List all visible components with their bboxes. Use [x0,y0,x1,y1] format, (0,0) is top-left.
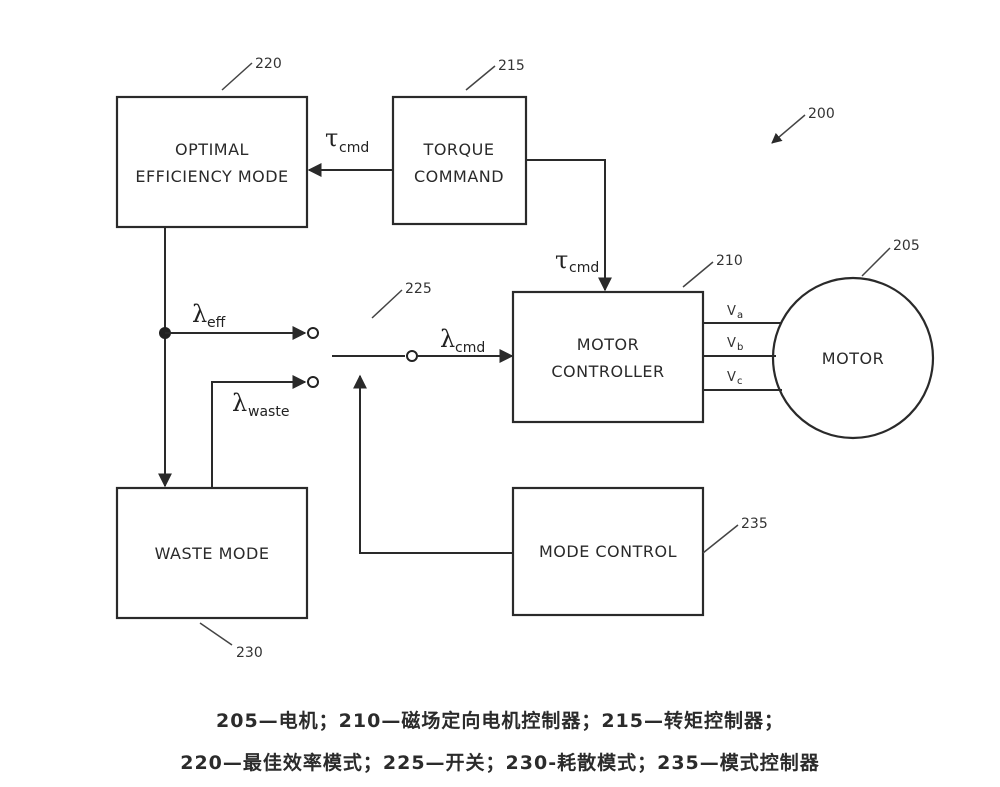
figure-ref-200-label: 200 [808,106,835,122]
ref-205-label: 205 [893,238,920,254]
svg-text:λ: λ [440,325,455,353]
tau-cmd-label-left: τ cmd [325,124,369,156]
ref-210-label: 210 [716,253,743,269]
motor-label: MOTOR [822,349,884,368]
figure-ref-200: 200 [771,106,835,144]
svg-text:a: a [737,310,743,321]
switch-pivot [406,350,418,362]
mode-control-block: MODE CONTROL [511,486,705,617]
optimal-efficiency-mode-block: OPTIMAL EFFICIENCY MODE [115,95,309,229]
svg-text:c: c [737,376,743,387]
svg-text:λ: λ [192,300,207,328]
va-label: V a [727,304,743,321]
motor-controller-block: MOTOR CONTROLLER [511,290,705,424]
mode-control-label: MODE CONTROL [539,542,677,561]
phase-lines: V a V b V c [703,304,782,391]
lambda-cmd-label: λ cmd [440,325,485,356]
caption-line-1: 205—电机；210—磁场定向电机控制器；215—转矩控制器； [216,710,784,732]
svg-text:V: V [727,370,736,385]
lambda-eff-label: λ eff [192,300,226,331]
ref-230: 230 [199,622,263,661]
svg-text:τ: τ [325,124,338,152]
ref-210: 210 [682,253,743,288]
ref-205: 205 [861,238,920,277]
torque-command-label-line1: TORQUE [423,140,495,159]
svg-text:b: b [737,342,743,353]
ref-215: 215 [465,58,525,91]
optimal-efficiency-label-line1: OPTIMAL [175,140,249,159]
svg-text:waste: waste [248,404,289,420]
ref-235: 235 [702,516,768,554]
ref-225-label: 225 [405,281,432,297]
svg-text:cmd: cmd [569,260,599,276]
switch-contact-waste [307,376,319,388]
ref-235-label: 235 [741,516,768,532]
mode-control-arrow [353,374,513,554]
tau-cmd-label-down: τ cmd [555,246,599,276]
vb-label: V b [727,336,743,353]
torque-command-block: TORQUE COMMAND [391,95,528,226]
svg-text:cmd: cmd [455,340,485,356]
svg-text:λ: λ [232,389,247,417]
ref-220: 220 [221,56,282,91]
waste-mode-label: WASTE MODE [155,544,270,563]
motor-controller-label-line2: CONTROLLER [551,362,664,381]
caption-line-2: 220—最佳效率模式；225—开关；230-耗散模式；235—模式控制器 [180,752,820,774]
optimal-efficiency-label-line2: EFFICIENCY MODE [135,167,288,186]
motor-controller-label-line1: MOTOR [577,335,639,354]
block-diagram: OPTIMAL EFFICIENCY MODE 220 TORQUE COMMA… [115,56,935,661]
lambda-waste-arrow [211,375,307,488]
svg-text:cmd: cmd [339,140,369,156]
ref-215-label: 215 [498,58,525,74]
switch-225: 225 [332,281,432,362]
waste-mode-block: WASTE MODE [115,486,309,620]
switch-contact-eff [307,327,319,339]
lambda-waste-label: λ waste [232,389,289,420]
svg-text:V: V [727,336,736,351]
ref-220-label: 220 [255,56,282,72]
tau-cmd-arrow-down [526,159,612,292]
svg-text:V: V [727,304,736,319]
svg-text:τ: τ [555,246,568,274]
ref-230-label: 230 [236,645,263,661]
vc-label: V c [727,370,743,387]
svg-text:eff: eff [207,315,226,331]
motor-block: MOTOR [771,276,935,440]
torque-command-label-line2: COMMAND [414,167,504,186]
